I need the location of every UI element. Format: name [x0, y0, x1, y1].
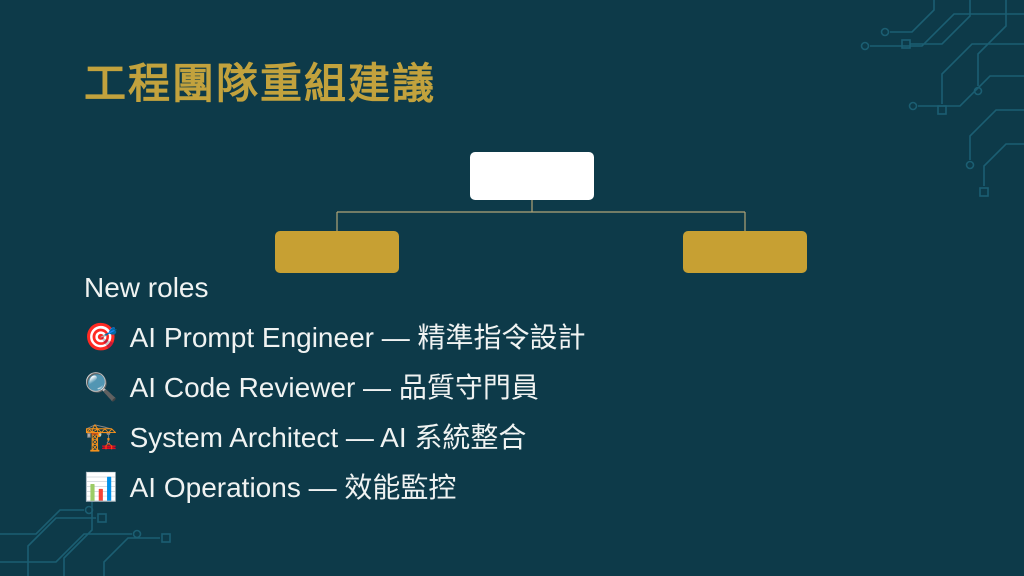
role-text: AI Code Reviewer — 品質守門員 — [129, 372, 539, 403]
magnifier-icon: 🔍 — [84, 372, 118, 402]
target-icon: 🎯 — [84, 322, 118, 352]
list-item: 🏗️ System Architect — AI 系統整合 — [84, 420, 586, 455]
role-text: System Architect — AI 系統整合 — [129, 422, 527, 453]
list-item: 📊 AI Operations — 效能監控 — [84, 470, 586, 505]
org-chart-root-node — [470, 152, 594, 200]
list-item: 🎯 AI Prompt Engineer — 精準指令設計 — [84, 320, 586, 355]
roles-header: New roles — [84, 272, 209, 303]
list-item: 🔍 AI Code Reviewer — 品質守門員 — [84, 370, 586, 405]
bar-chart-icon: 📊 — [84, 472, 118, 502]
page-title: 工程團隊重組建議 — [84, 60, 437, 107]
org-chart-child-node-left — [275, 231, 399, 273]
roles-list: New roles 🎯 AI Prompt Engineer — 精準指令設計 … — [84, 270, 586, 505]
construction-crane-icon: 🏗️ — [84, 422, 118, 452]
org-chart-child-node-right — [683, 231, 807, 273]
role-text: AI Prompt Engineer — 精準指令設計 — [129, 322, 586, 353]
role-text: AI Operations — 效能監控 — [129, 472, 457, 503]
